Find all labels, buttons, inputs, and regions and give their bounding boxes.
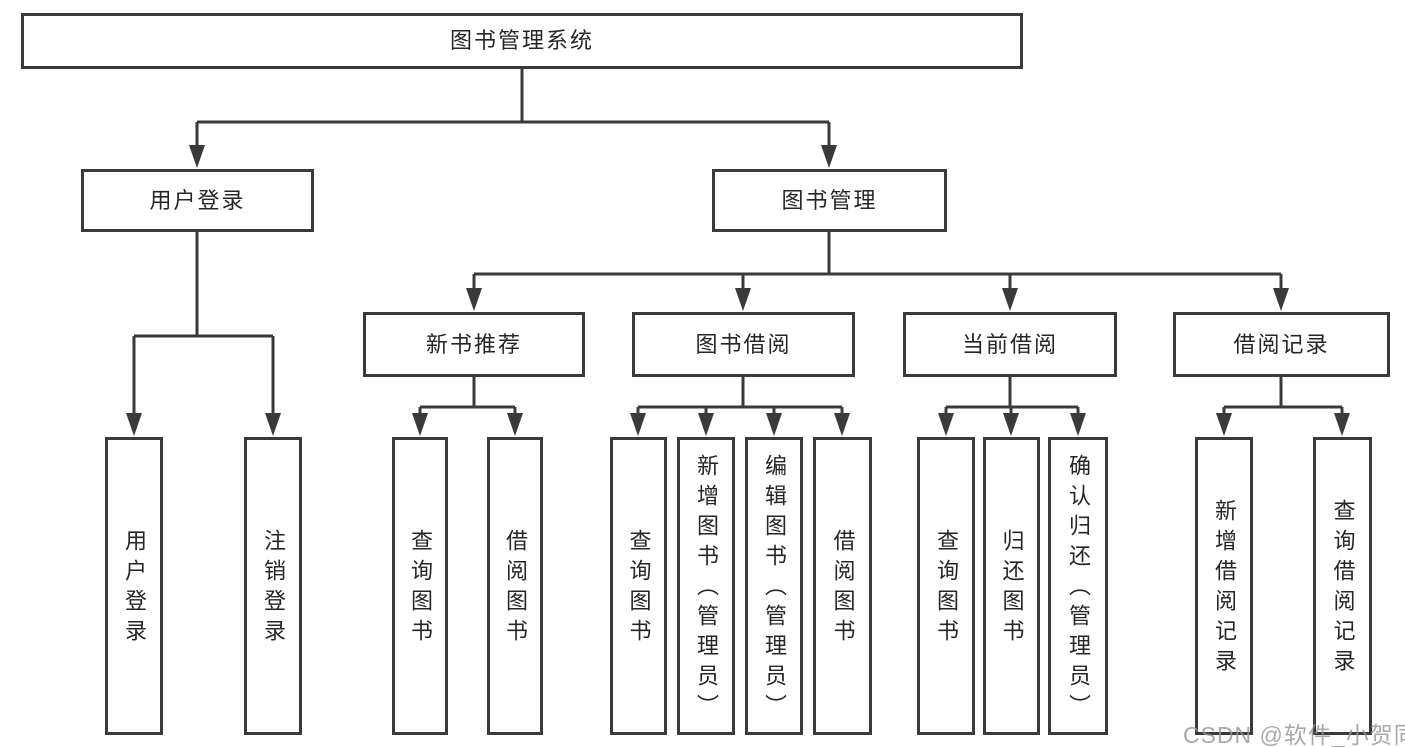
leaf-br-add-record: 新增借阅记录	[1195, 437, 1253, 735]
leaf-nbr-query-book: 查询图书	[392, 437, 448, 735]
leaf-cb-confirm-return-admin: 确认归还（管理员）	[1048, 437, 1108, 735]
arrowheads	[126, 145, 1350, 436]
node-borrow-record: 借阅记录	[1173, 312, 1390, 377]
node-user-login: 用户登录	[81, 169, 314, 232]
node-current-borrow: 当前借阅	[903, 312, 1117, 377]
leaf-bb-borrow-book: 借阅图书	[813, 437, 872, 735]
node-book-borrow: 图书借阅	[632, 312, 855, 377]
leaf-nbr-borrow-book: 借阅图书	[487, 437, 543, 735]
node-root: 图书管理系统	[21, 13, 1023, 69]
csdn-watermark: CSDN @软件_小贺同学	[1183, 722, 1405, 747]
leaf-bb-add-book-admin: 新增图书（管理员）	[677, 437, 735, 735]
node-new-book-recommend: 新书推荐	[363, 312, 585, 377]
leaf-user-login: 用户登录	[105, 437, 163, 735]
node-book-management: 图书管理	[712, 169, 947, 232]
leaf-bb-query-book: 查询图书	[610, 437, 667, 735]
leaf-bb-edit-book-admin: 编辑图书（管理员）	[745, 437, 803, 735]
leaf-br-query-record: 查询借阅记录	[1313, 437, 1372, 735]
leaf-cb-query-book: 查询图书	[917, 437, 975, 735]
leaf-logout-login: 注销登录	[244, 437, 302, 735]
leaf-cb-return-book: 归还图书	[983, 437, 1040, 735]
